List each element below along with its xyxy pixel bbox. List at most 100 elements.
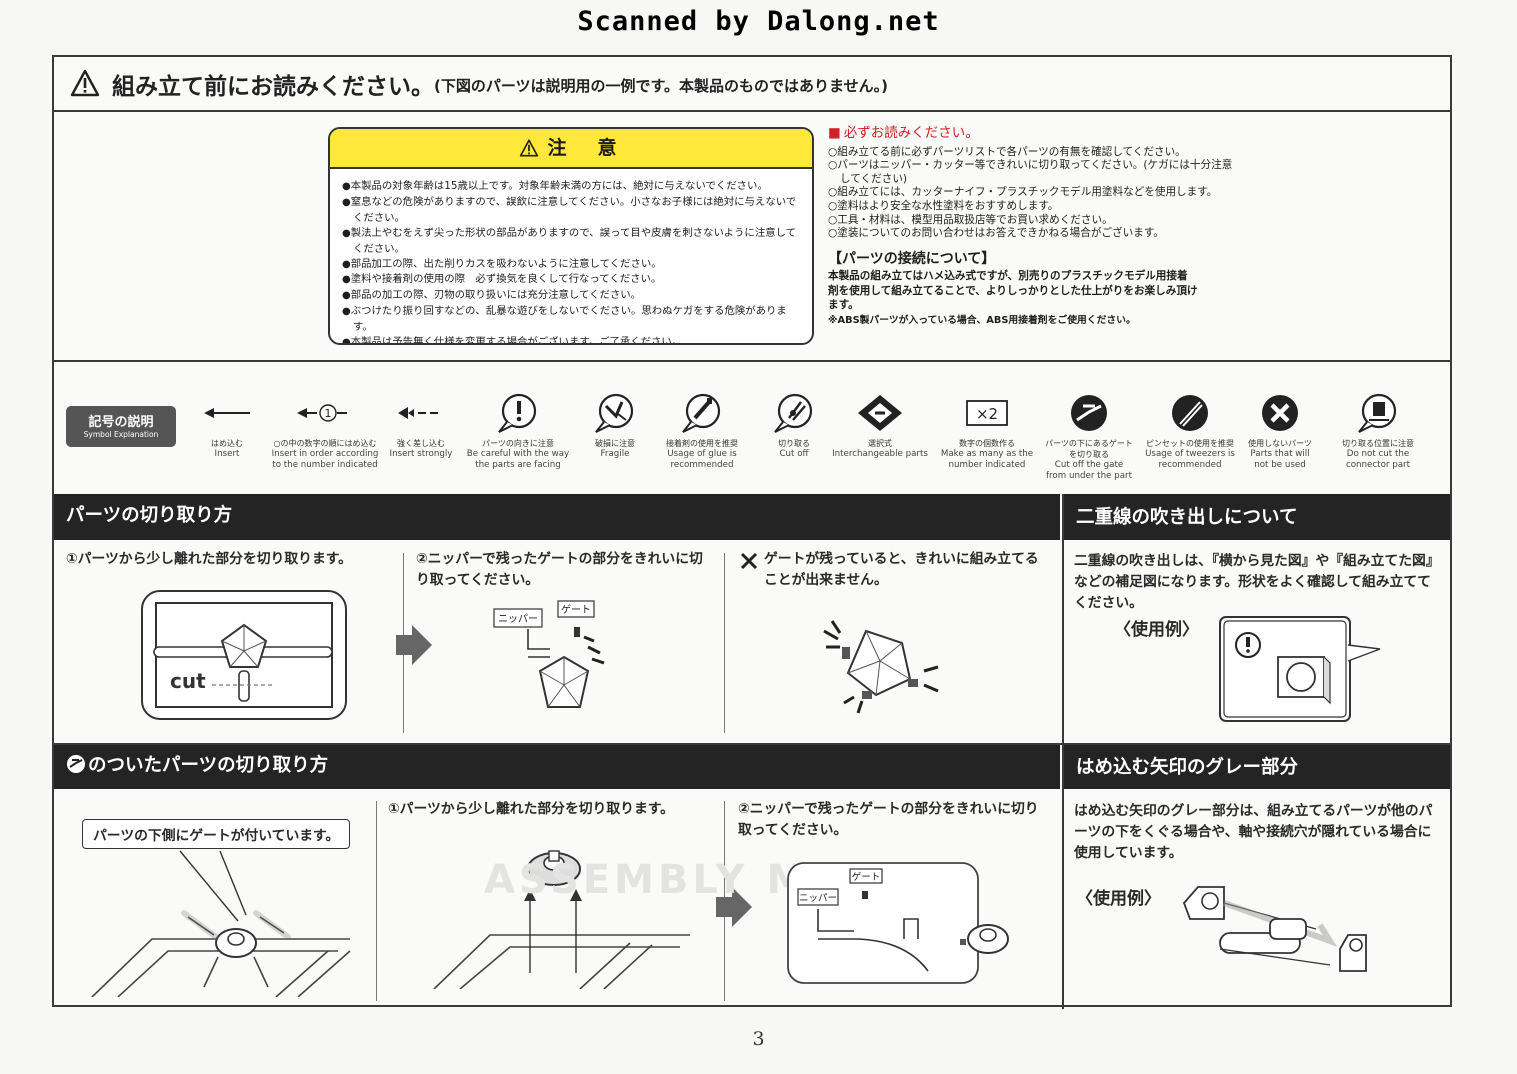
symbol-jp: ピンセットの使用を推奨 bbox=[1146, 439, 1234, 448]
warning-triangle-icon bbox=[70, 69, 100, 97]
gate-under-part-icon bbox=[67, 755, 85, 773]
symbol-jp: 数字の個数作る bbox=[959, 439, 1015, 448]
symbol-en: Insert strongly bbox=[389, 449, 453, 459]
symbol-jp: パーツの下にあるゲートを切り取る bbox=[1045, 439, 1133, 459]
order-number: 1 bbox=[325, 407, 332, 420]
nipper-gate-illustration: ニッパー ゲート bbox=[493, 600, 605, 708]
symbol-jp: 選択式 bbox=[868, 439, 892, 448]
section-divider bbox=[54, 743, 1450, 745]
warning-triangle-icon bbox=[520, 139, 539, 157]
runner-cut-illustration: cut bbox=[141, 590, 347, 720]
symbol-en: Make as many as the number indicated bbox=[940, 449, 1034, 470]
nipper-label: ニッパー bbox=[498, 613, 538, 625]
symbol-fragile: 破損に注意 Fragile bbox=[582, 390, 648, 460]
readme-item: 工具・材料は、模型用品取扱店等でお買い求めください。 bbox=[828, 214, 1238, 228]
cut-step-2: ②ニッパーで残ったゲートの部分をきれいに切り取ってください。 bbox=[416, 551, 703, 588]
lifted-part-illustration bbox=[433, 850, 690, 989]
nipper-under-gate-illustration: ニッパー ゲート bbox=[787, 862, 1009, 984]
connection-note: ※ABS製パーツが入っている場合、ABS用接着剤をご使用ください。 bbox=[828, 314, 1136, 326]
caution-item: ぶつけたり振り回すなどの、乱暴な遊びをしないでください。思わぬケガをする危険があ… bbox=[342, 304, 802, 335]
symbol-badge-subtitle: Symbol Explanation bbox=[83, 430, 159, 439]
insert-strongly-arrow-icon bbox=[398, 407, 438, 419]
exclamation-bubble-icon bbox=[498, 393, 537, 433]
gate-step-1: ①パーツから少し離れた部分を切り取ります。 bbox=[388, 801, 674, 817]
cut-label: cut bbox=[170, 669, 206, 693]
symbol-glue: 接着剤の使用を推奨 Usage of glue is recommended bbox=[660, 390, 744, 470]
caution-box: 注 意 本製品の対象年齢は15歳以上です。対象年齢未満の方には、絶対に与えないで… bbox=[328, 127, 814, 345]
double-line-callout-illustration bbox=[1219, 616, 1381, 722]
symbol-jp: ○の中の数字の順にはめ込む bbox=[273, 439, 377, 448]
divider bbox=[376, 801, 377, 1001]
symbol-legend: 記号の説明 Symbol Explanation はめ込む Insert 1 ○… bbox=[54, 360, 1450, 494]
glue-bubble-icon bbox=[682, 393, 721, 433]
gray-arrow-text: はめ込む矢印のグレー部分は、組み立てるパーツが他のパーツの下をくぐる場合や、軸や… bbox=[1074, 803, 1433, 861]
page-title-note: (下図のパーツは説明用の一例です。本製品のものではありません。) bbox=[434, 77, 888, 95]
readme-heading: 必ずお読みください。 bbox=[828, 126, 1238, 141]
fragile-bubble-icon bbox=[595, 393, 634, 433]
divider bbox=[1062, 494, 1064, 1009]
gray-arrow-example-illustration bbox=[1182, 886, 1367, 972]
symbol-en: Fragile bbox=[600, 449, 630, 459]
next-step-arrow-icon bbox=[716, 887, 752, 927]
readme-item: 組み立てには、カッターナイフ・プラスチックモデル用塗料などを使用します。 bbox=[828, 186, 1238, 200]
numbered-insert-arrow-icon: 1 bbox=[297, 404, 347, 422]
section-bar-gray-arrow: はめ込む矢印のグレー部分 bbox=[1064, 745, 1450, 789]
section-bar-double-line: 二重線の吹き出しについて bbox=[1064, 494, 1450, 540]
caution-item: 本製品は予告無く仕様を変更する場合がございます。ご了承ください。 bbox=[342, 335, 802, 343]
symbol-cut-position: 切り取る位置に注意 Do not cut the connector part bbox=[1326, 390, 1430, 470]
symbol-en: Usage of glue is recommended bbox=[667, 449, 737, 470]
symbol-jp: 切り取る位置に注意 bbox=[1342, 439, 1414, 448]
caution-item: 窒息などの危険がありますので、誤飲に注意してください。小さなお子様には絶対に与え… bbox=[342, 195, 802, 226]
symbol-insert-strongly: 強く差し込む Insert strongly bbox=[386, 390, 456, 460]
symbol-jp: 強く差し込む bbox=[397, 439, 445, 448]
interchangeable-diamond-icon bbox=[858, 395, 902, 431]
symbol-jp: 破損に注意 bbox=[595, 439, 635, 448]
next-step-arrow-icon bbox=[396, 625, 432, 665]
caution-item: 塗料や接着剤の使用の際 必ず換気を良くして行なってください。 bbox=[342, 272, 802, 288]
connection-body: 本製品の組み立てはハメ込み式ですが、別売りのプラスチックモデル用接着剤を使用して… bbox=[828, 270, 1198, 311]
divider bbox=[724, 553, 725, 733]
gate-label: ゲート bbox=[852, 871, 881, 883]
symbol-en: Parts that will not be used bbox=[1250, 449, 1310, 470]
symbol-en: Insert in order according to the number … bbox=[271, 449, 379, 470]
leftover-gate-illustration bbox=[823, 620, 939, 714]
symbol-facing: パーツの向きに注意 Be careful with the way the pa… bbox=[466, 390, 570, 470]
gate-callout: パーツの下側にゲートが付いています。 bbox=[82, 819, 351, 849]
readme-list: 組み立てる前に必ずパーツリストで各パーツの有無を確認してください。 パーツはニッ… bbox=[828, 146, 1238, 241]
nipper-bubble-icon bbox=[774, 393, 813, 433]
gray-arrow-example-label: 〈使用例〉 bbox=[1076, 889, 1161, 909]
insert-arrow-icon bbox=[204, 408, 250, 418]
caution-list: 本製品の対象年齢は15歳以上です。対象年齢未満の方には、絶対に与えないでください… bbox=[330, 169, 812, 343]
instruction-page: 組み立て前にお読みください。 (下図のパーツは説明用の一例です。本製品のものでは… bbox=[52, 55, 1452, 1009]
cut-warning: ゲートが残っていると、きれいに組み立てることが出来ません。 bbox=[740, 549, 1052, 591]
double-line-text: 二重線の吹き出しは、『横から見た図』や『組み立てた図』などの補足図になります。形… bbox=[1074, 553, 1440, 611]
symbol-en: Cut off bbox=[779, 449, 809, 459]
gate-label: ゲート bbox=[561, 604, 591, 616]
connection-title: 【パーツの接続について】 bbox=[828, 250, 996, 267]
readme-item: パーツはニッパー・カッター等できれいに切り取ってください。(ケガには十分注意して… bbox=[828, 159, 1238, 186]
readme-item: 塗装についてのお問い合わせはお答えできかねる場合がございます。 bbox=[828, 227, 1238, 241]
readme-item: 塗料はより安全な水性塗料をおすすめします。 bbox=[828, 200, 1238, 214]
symbol-jp: 接着剤の使用を推奨 bbox=[666, 439, 738, 448]
multiply-label: ×2 bbox=[976, 405, 998, 423]
symbol-insert: はめ込む Insert bbox=[194, 390, 260, 460]
symbol-not-used: 使用しないパーツ Parts that will not be used bbox=[1244, 390, 1316, 470]
tweezers-icon bbox=[1172, 395, 1208, 431]
caution-item: 製法上やむをえず尖った形状の部品がありますので、誤って目や皮膚を刺さないように注… bbox=[342, 226, 802, 257]
section-bar-gate-parts: のついたパーツの切り取り方 bbox=[54, 745, 1060, 789]
symbol-jp: 切り取る bbox=[778, 439, 810, 448]
symbol-interchangeable: 選択式 Interchangeable parts bbox=[828, 390, 932, 460]
runner-gate-illustration bbox=[91, 850, 351, 997]
symbol-tweezers: ピンセットの使用を推奨 Usage of tweezers is recomme… bbox=[1140, 390, 1240, 470]
caution-item: 部品の加工の際、刃物の取り扱いには充分注意してください。 bbox=[342, 288, 802, 304]
cut-step-1: ①パーツから少し離れた部分を切り取ります。 bbox=[66, 551, 352, 567]
not-used-x-icon bbox=[1262, 395, 1298, 431]
symbol-gate-under: パーツの下にあるゲートを切り取る Cut off the gate from u… bbox=[1044, 390, 1134, 481]
page-title: 組み立て前にお読みください。 bbox=[112, 74, 434, 100]
gate-under-part-icon bbox=[1071, 395, 1107, 431]
symbol-en: Interchangeable parts bbox=[832, 449, 928, 459]
symbol-jp: はめ込む bbox=[211, 439, 243, 448]
symbol-jp: パーツの向きに注意 bbox=[482, 439, 554, 448]
scan-watermark: Scanned by Dalong.net bbox=[577, 6, 940, 37]
caution-item: 部品加工の際、出た削りカスを吸わないように注意してください。 bbox=[342, 257, 802, 273]
